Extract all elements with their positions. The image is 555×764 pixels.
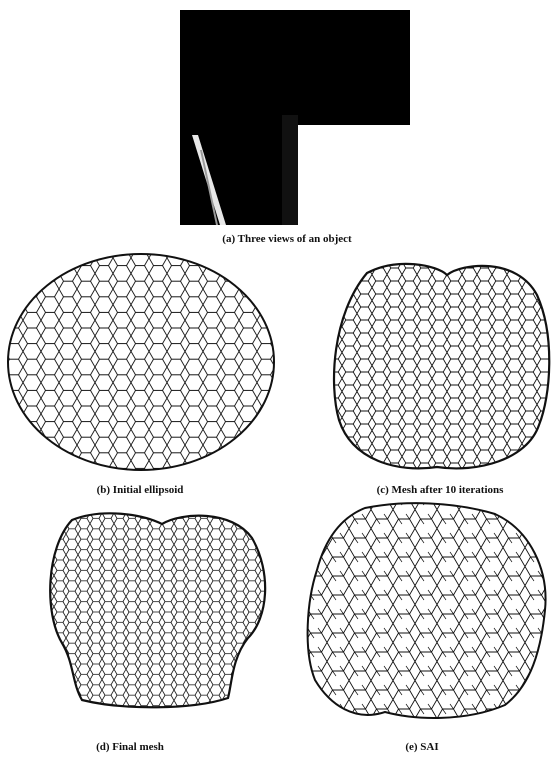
final-mesh — [42, 508, 272, 713]
caption-a: (a) Three views of an object — [222, 233, 351, 245]
mesh-after-10-iterations — [327, 255, 552, 475]
caption-b: (b) Initial ellipsoid — [97, 484, 184, 496]
caption-c: (c) Mesh after 10 iterations — [377, 484, 504, 496]
sai-mesh — [305, 500, 553, 725]
caption-d: (d) Final mesh — [96, 741, 164, 753]
initial-ellipsoid-mesh — [5, 250, 280, 475]
three-views-image — [180, 10, 410, 225]
caption-e: (e) SAI — [405, 741, 438, 753]
